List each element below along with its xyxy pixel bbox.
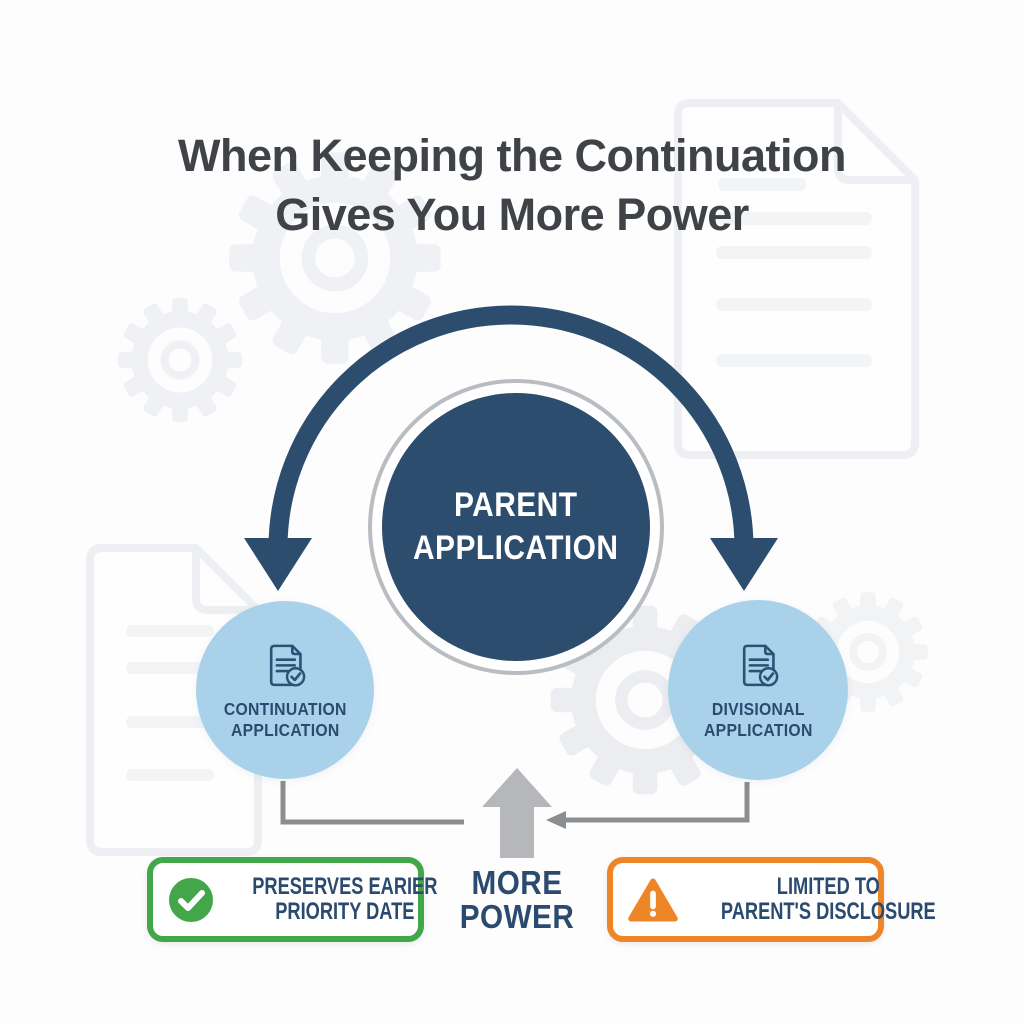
- title-line-1: When Keeping the Continuation: [178, 130, 846, 181]
- parent-label-line-1: PARENT: [454, 486, 578, 525]
- more-power-up-arrow-icon: [482, 768, 552, 858]
- continuation-label-line-2: APPLICATION: [230, 719, 340, 740]
- divisional-label-line-2: APPLICATION: [703, 719, 813, 740]
- more-power-label: MORE POWER: [427, 866, 607, 933]
- parent-label-line-2: APPLICATION: [413, 529, 619, 567]
- more-power-line-1: MORE: [471, 864, 563, 901]
- benefit-label: PRESERVES EARIER PRIORITY DATE: [252, 873, 438, 925]
- divisional-label-line-1: DIVISIONAL: [711, 698, 805, 719]
- document-check-icon: [269, 644, 306, 686]
- background-document-icon: [674, 99, 919, 459]
- continuation-application-node: CONTINUATION APPLICATION: [196, 601, 374, 779]
- limitation-line-2: PARENT'S DISCLOSURE: [720, 897, 936, 925]
- connector-right: [566, 782, 750, 823]
- divisional-application-label: DIVISIONAL APPLICATION: [704, 699, 813, 741]
- arc-arrowhead-right-icon: [710, 538, 778, 591]
- background-document-icon: [86, 544, 262, 856]
- check-circle-icon: [169, 877, 213, 922]
- page-title: When Keeping the Continuation Gives You …: [0, 126, 1024, 245]
- title-line-2: Gives You More Power: [275, 189, 749, 241]
- more-power-line-2: POWER: [459, 897, 575, 935]
- parent-branch-arc: [268, 305, 754, 549]
- warning-triangle-icon: [628, 877, 678, 922]
- connector-right-arrowhead-icon: [546, 811, 566, 829]
- parent-application-node: PARENT APPLICATION: [382, 393, 650, 661]
- benefit-line-1: PRESERVES EARIER: [252, 873, 438, 901]
- continuation-application-label: CONTINUATION APPLICATION: [224, 699, 347, 741]
- limitation-callout: LIMITED TO PARENT'S DISCLOSURE: [607, 857, 936, 942]
- limitation-label: LIMITED TO PARENT'S DISCLOSURE: [720, 873, 936, 925]
- benefit-line-2: PRIORITY DATE: [275, 897, 415, 925]
- limitation-line-1: LIMITED TO: [776, 873, 880, 901]
- continuation-label-line-1: CONTINUATION: [223, 698, 347, 719]
- parent-application-label: PARENT APPLICATION: [413, 484, 618, 570]
- connector-left: [280, 781, 464, 825]
- parent-circle-ring: PARENT APPLICATION: [368, 379, 664, 675]
- document-check-icon: [742, 644, 779, 686]
- arc-arrowhead-left-icon: [244, 538, 312, 591]
- divisional-application-node: DIVISIONAL APPLICATION: [668, 600, 848, 780]
- benefit-callout: PRESERVES EARIER PRIORITY DATE: [147, 857, 437, 942]
